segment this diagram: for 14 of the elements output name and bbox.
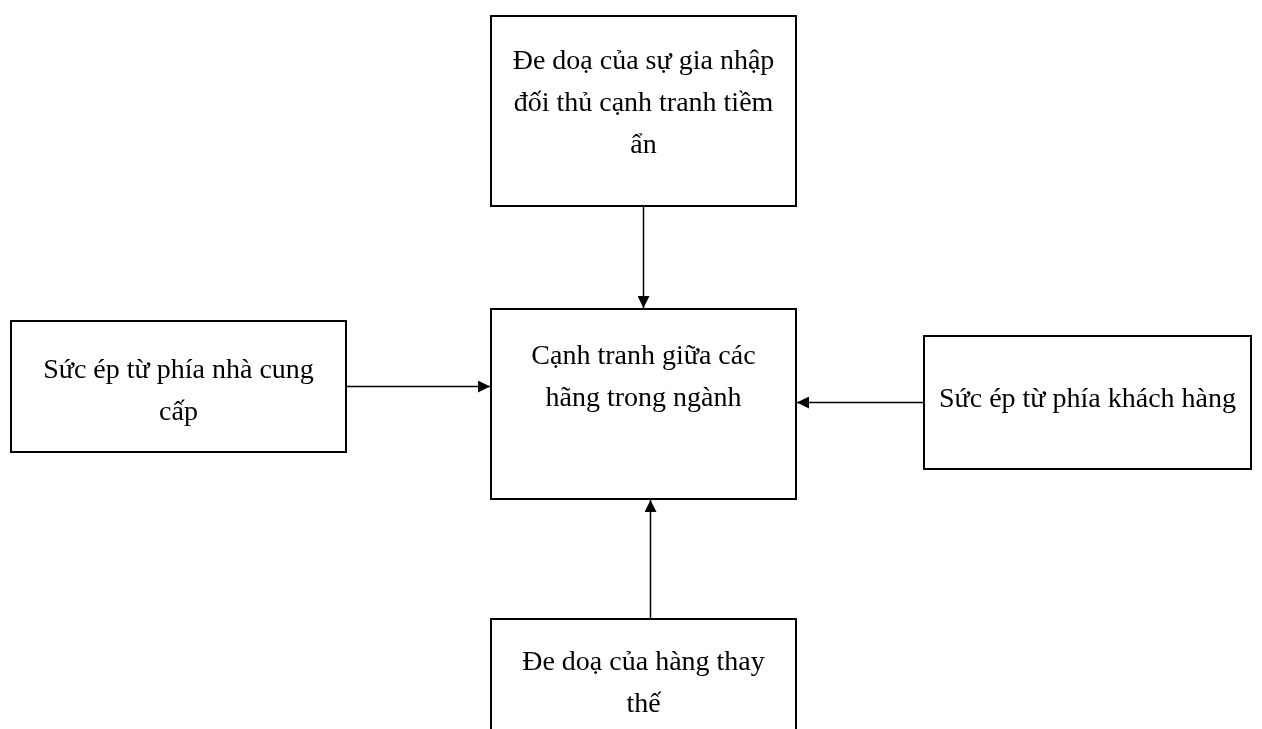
arrow — [644, 499, 657, 619]
box-label: Sức ép từ phía nhà cung cấp — [42, 352, 315, 428]
process-box — [490, 15, 797, 207]
arrow — [637, 206, 650, 309]
process-box — [10, 320, 347, 453]
process-box — [490, 618, 797, 729]
box-label: Đe doạ của sự gia nhập đối thủ cạnh tranh tiềm ẩn — [511, 43, 776, 161]
box-label: Cạnh tranh giữa các hãng trong ngành — [530, 338, 757, 414]
box-label: Đe doạ của hàng thay thế — [521, 644, 766, 720]
process-box — [923, 335, 1252, 470]
arrow — [796, 396, 924, 409]
arrow — [346, 380, 491, 393]
process-box — [490, 308, 797, 500]
box-label: Sức ép từ phía khách hàng — [938, 381, 1237, 415]
